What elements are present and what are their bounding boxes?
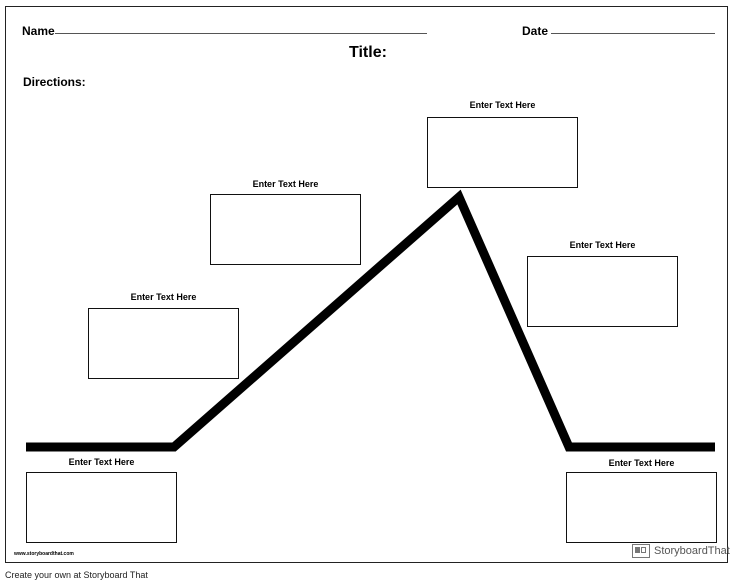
box-label-climax: Enter Text Here bbox=[469, 100, 536, 110]
name-field[interactable] bbox=[55, 33, 427, 34]
footer-url: www.storyboardthat.com bbox=[14, 551, 74, 557]
box-label-rising-action: Enter Text Here bbox=[252, 179, 319, 189]
text-box-climax[interactable] bbox=[427, 117, 578, 188]
footer-note: Create your own at Storyboard That bbox=[5, 570, 148, 580]
storyboardthat-logo: StoryboardThat bbox=[632, 544, 730, 558]
date-label: Date bbox=[522, 24, 549, 38]
text-box-resolution[interactable] bbox=[566, 472, 717, 543]
box-label-conflict: Enter Text Here bbox=[130, 292, 197, 302]
logo-text: StoryboardThat bbox=[654, 545, 730, 557]
date-field[interactable] bbox=[551, 33, 715, 34]
box-label-exposition: Enter Text Here bbox=[68, 457, 135, 467]
box-label-falling-action: Enter Text Here bbox=[569, 240, 636, 250]
text-box-rising-action[interactable] bbox=[210, 194, 361, 265]
name-label: Name bbox=[22, 24, 55, 38]
storyboard-logo-icon bbox=[632, 544, 650, 558]
text-box-falling-action[interactable] bbox=[527, 256, 678, 327]
box-label-resolution: Enter Text Here bbox=[608, 458, 675, 468]
text-box-exposition[interactable] bbox=[26, 472, 177, 543]
text-box-conflict[interactable] bbox=[88, 308, 239, 379]
page-title: Title: bbox=[349, 44, 387, 61]
directions-label: Directions: bbox=[23, 75, 86, 89]
